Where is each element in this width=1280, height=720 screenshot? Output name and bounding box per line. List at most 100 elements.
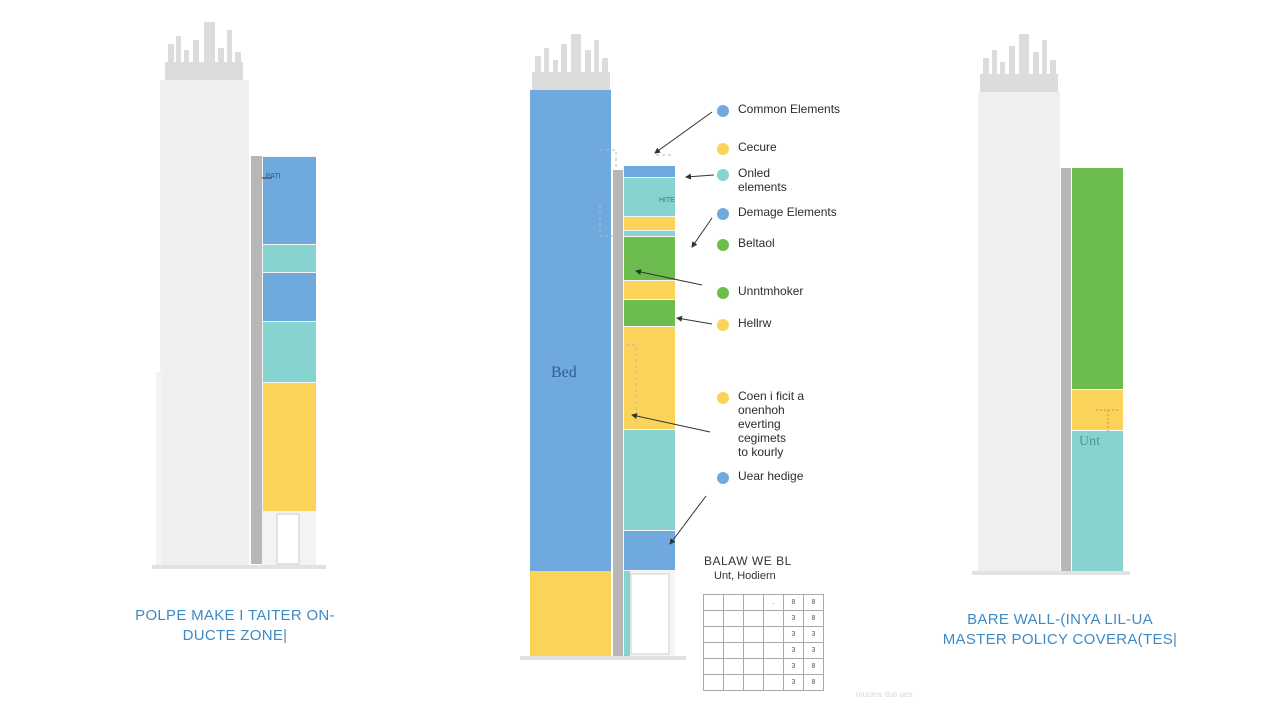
footer-note: muoms dus ues xyxy=(856,690,913,699)
middle-big-label: Bed xyxy=(551,364,577,381)
legend-item-onled-elements: Onled elements xyxy=(717,166,787,194)
table-cell: 3 xyxy=(803,626,824,643)
left-door xyxy=(276,513,300,565)
middle-small-label: HITE xyxy=(659,197,675,204)
left-seg-teal-1 xyxy=(263,245,316,272)
legend-dot xyxy=(717,392,729,404)
legend-dot xyxy=(717,472,729,484)
middle-big-blue xyxy=(530,90,611,571)
table-cell xyxy=(723,626,744,643)
table-cell xyxy=(703,642,724,659)
middle-wall xyxy=(613,170,623,658)
middle-skyline xyxy=(532,34,610,90)
middle-seg-blue-bottom xyxy=(624,531,675,570)
table-cell xyxy=(743,594,764,611)
left-skyline xyxy=(165,22,243,80)
legend-item-cecure: Cecure xyxy=(717,140,777,155)
table-cell xyxy=(743,610,764,627)
left-seg-teal-2 xyxy=(263,322,316,382)
legend-dot xyxy=(717,105,729,117)
table-cell xyxy=(703,674,724,691)
table-cell: 8 xyxy=(803,658,824,675)
table-subtitle: Unt, Hodiern xyxy=(714,570,776,582)
middle-seg-teal-2 xyxy=(624,430,675,530)
middle-seg-yellow-3 xyxy=(624,327,675,429)
legend-dot xyxy=(717,239,729,251)
legend-label: Coen i ficit a onenhoh everting cegimets… xyxy=(738,389,805,459)
table-cell xyxy=(723,594,744,611)
left-seg-blue-2 xyxy=(263,273,316,321)
table-cell xyxy=(743,642,764,659)
middle-seg-teal-1 xyxy=(624,178,675,216)
legend-label: Onled elements xyxy=(738,166,787,194)
legend-item-beltaol: Beltaol xyxy=(717,236,775,251)
legend-item-unntmhoker: Unntmhoker xyxy=(717,284,803,299)
legend-label: Demage Elements xyxy=(738,205,837,219)
left-top-label: PATI xyxy=(266,173,281,180)
right-ground xyxy=(972,571,1130,575)
right-seg-green xyxy=(1072,168,1123,389)
middle-door xyxy=(630,573,670,655)
middle-ground xyxy=(520,656,686,660)
middle-building xyxy=(520,34,686,660)
legend-label: Hellrw xyxy=(738,316,772,330)
legend-dot xyxy=(717,287,729,299)
left-building xyxy=(152,22,326,569)
table-cell xyxy=(763,610,784,627)
left-caption: POLPE MAKE I TAITER ON- DUCTE ZONE| xyxy=(135,607,335,644)
legend-label: Unntmhoker xyxy=(738,284,804,298)
table-cell: 3 xyxy=(783,610,804,627)
table-cell xyxy=(763,642,784,659)
left-tower-base-step xyxy=(156,372,162,568)
table-cell xyxy=(723,658,744,675)
right-building xyxy=(972,34,1130,575)
table-title: BALAW WE BL xyxy=(704,554,792,568)
table-cell xyxy=(743,674,764,691)
left-tower-body xyxy=(160,80,249,568)
middle-seg-teal-thin xyxy=(624,231,675,236)
table-cell: 3 xyxy=(803,642,824,659)
middle-dashed-guides xyxy=(599,149,672,425)
table-cell xyxy=(703,658,724,675)
legend-label: Cecure xyxy=(738,140,777,154)
right-wall xyxy=(1061,168,1071,572)
legend-dot xyxy=(717,208,729,220)
table-cell: 8 xyxy=(803,594,824,611)
middle-big-yellow xyxy=(530,571,611,657)
legend-item-demage-elements: Demage Elements xyxy=(717,205,837,220)
table-cell: 8 xyxy=(803,674,824,691)
right-caption: BARE WALL-(INYA LIL-UA MASTER POLICY COV… xyxy=(942,611,1178,648)
table-cell: 3 xyxy=(783,658,804,675)
middle-seg-yellow-1 xyxy=(624,217,675,230)
table-cell: 8 xyxy=(783,594,804,611)
left-seg-yellow xyxy=(263,383,316,511)
table-cell xyxy=(743,626,764,643)
legend-item-common-elements: Common Elements xyxy=(717,102,840,117)
table-cell xyxy=(763,658,784,675)
middle-seg-blue-top xyxy=(624,166,675,177)
table-cell xyxy=(723,642,744,659)
legend-label: Common Elements xyxy=(738,102,841,116)
right-seg-teal xyxy=(1072,431,1123,571)
middle-seg-yellow-2 xyxy=(624,281,675,299)
legend-item-coen: Coen i ficit a onenhoh everting cegimets… xyxy=(717,389,804,459)
legend-label: Beltaol xyxy=(738,236,775,250)
left-wall xyxy=(251,156,262,564)
left-ground xyxy=(152,565,326,569)
legend-dot xyxy=(717,143,729,155)
table-cell xyxy=(703,626,724,643)
middle-seg-green-2 xyxy=(624,300,675,326)
right-skyline xyxy=(980,34,1058,92)
legend-dot xyxy=(717,169,729,181)
right-tower-body xyxy=(978,92,1060,572)
legend-label: Uear hedige xyxy=(738,469,804,483)
table-cell xyxy=(763,674,784,691)
